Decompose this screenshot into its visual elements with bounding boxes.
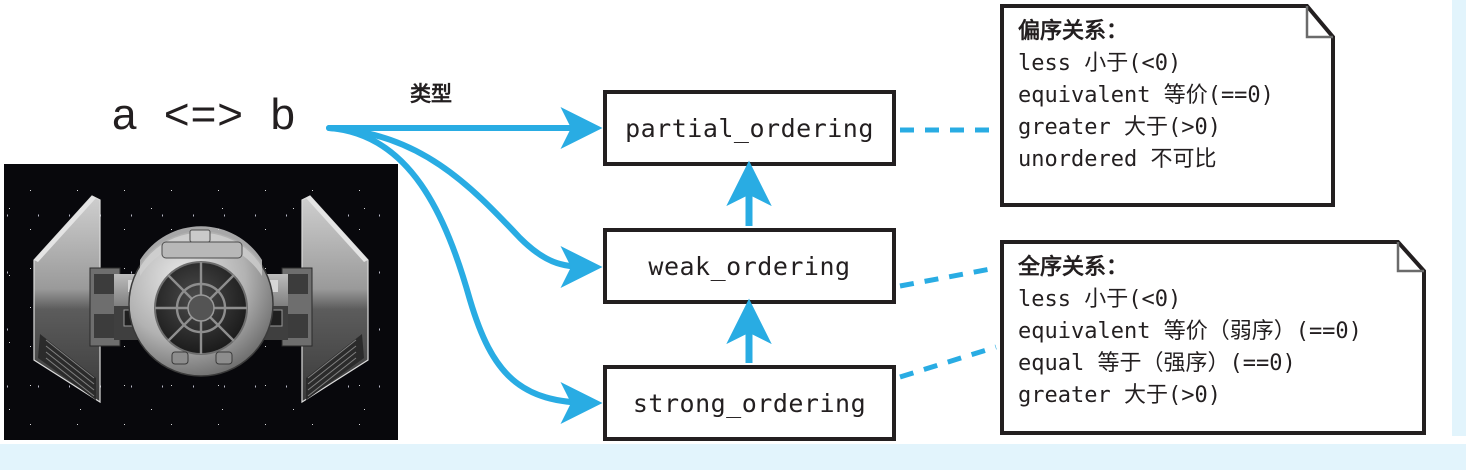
note-total-order-shape [1000,240,1426,435]
note-total-order-line-2: equivalent 等价（弱序）(==0) [1018,319,1362,344]
tie-fighter-illustration [33,195,369,404]
edge-label-type: 类型 [410,82,452,106]
node-strong-ordering-label: strong_ordering [632,388,867,418]
note-partial-order: 偏序关系： less 小于(<0) equivalent 等价(==0) greate… [1000,4,1335,207]
node-partial-ordering-label: partial_ordering [625,113,874,143]
note-partial-order-line-1: less 小于(<0) [1018,51,1182,76]
page-right-accent-strip [1452,0,1466,436]
link-weak-ordering-to-note [899,265,997,289]
node-weak-ordering-label: weak_ordering [648,251,851,281]
note-total-order-line-4: greater 大于(>0) [1018,383,1221,408]
note-partial-order-shape [1000,4,1335,207]
node-partial-ordering[interactable]: partial_ordering [603,90,896,166]
note-partial-order-title: 偏序关系： [1018,19,1129,44]
link-strong-ordering-to-note [899,344,997,380]
spaceship-operator-expression: a <=> b [112,90,296,139]
note-total-order-line-3: equal 等于（强序）(==0) [1018,351,1296,376]
note-total-order: 全序关系： less 小于(<0) equivalent 等价（弱序）(==0) eq… [1000,240,1426,435]
note-partial-order-line-2: equivalent 等价(==0) [1018,83,1274,108]
tie-fighter-photo [4,164,398,440]
page-bottom-accent-band [0,444,1466,470]
note-total-order-text: 全序关系： less 小于(<0) equivalent 等价（弱序）(==0) eq… [1018,252,1418,412]
note-total-order-title: 全序关系： [1018,255,1129,280]
node-weak-ordering[interactable]: weak_ordering [603,228,896,304]
note-partial-order-text: 偏序关系： less 小于(<0) equivalent 等价(==0) greate… [1018,16,1327,176]
note-partial-order-line-4: unordered 不可比 [1018,147,1217,172]
note-partial-order-line-3: greater 大于(>0) [1018,115,1221,140]
note-total-order-line-1: less 小于(<0) [1018,287,1182,312]
node-strong-ordering[interactable]: strong_ordering [603,365,896,441]
